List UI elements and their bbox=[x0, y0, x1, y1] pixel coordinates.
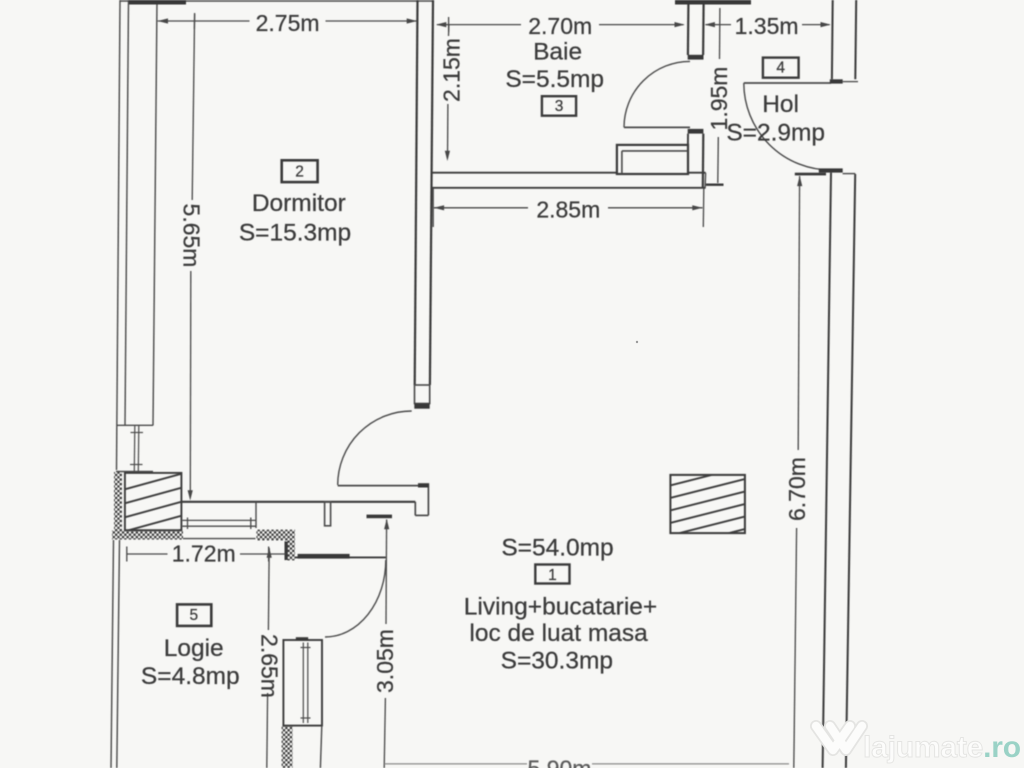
svg-text:S=54.0mp: S=54.0mp bbox=[501, 535, 613, 562]
svg-text:1.35m: 1.35m bbox=[735, 13, 799, 39]
svg-text:lajumate.ro: lajumate.ro bbox=[863, 731, 1021, 764]
svg-text:1: 1 bbox=[548, 567, 557, 584]
svg-text:2.85m: 2.85m bbox=[536, 197, 600, 223]
svg-text:S=5.5mp: S=5.5mp bbox=[505, 66, 604, 93]
svg-text:Logie: Logie bbox=[164, 635, 224, 662]
svg-text:2.15m: 2.15m bbox=[439, 38, 465, 102]
svg-text:2.65m: 2.65m bbox=[256, 634, 282, 698]
svg-text:5.90m: 5.90m bbox=[528, 756, 592, 768]
svg-text:S=2.9mp: S=2.9mp bbox=[726, 120, 825, 147]
svg-text:1.95m: 1.95m bbox=[706, 67, 732, 131]
svg-text:3.05m: 3.05m bbox=[372, 629, 398, 693]
svg-text:2.75m: 2.75m bbox=[256, 10, 320, 36]
svg-text:5.65m: 5.65m bbox=[178, 204, 204, 268]
svg-text:Hol: Hol bbox=[762, 91, 799, 118]
svg-text:2.70m: 2.70m bbox=[528, 13, 592, 39]
svg-text:4: 4 bbox=[776, 60, 785, 77]
svg-text:Baie: Baie bbox=[533, 39, 582, 66]
svg-text:S=15.3mp: S=15.3mp bbox=[239, 220, 351, 247]
svg-text:6.70m: 6.70m bbox=[784, 457, 810, 521]
svg-text:loc de luat masa: loc de luat masa bbox=[469, 620, 648, 647]
svg-text:2: 2 bbox=[295, 164, 304, 181]
svg-text:S=30.3mp: S=30.3mp bbox=[501, 648, 613, 675]
svg-text:1.72m: 1.72m bbox=[172, 541, 236, 567]
svg-text:3: 3 bbox=[555, 98, 564, 115]
svg-text:5: 5 bbox=[189, 607, 198, 624]
svg-text:S=4.8mp: S=4.8mp bbox=[141, 663, 240, 690]
svg-text:Dormitor: Dormitor bbox=[252, 190, 346, 217]
svg-text:Living+bucatarie+: Living+bucatarie+ bbox=[464, 594, 657, 621]
